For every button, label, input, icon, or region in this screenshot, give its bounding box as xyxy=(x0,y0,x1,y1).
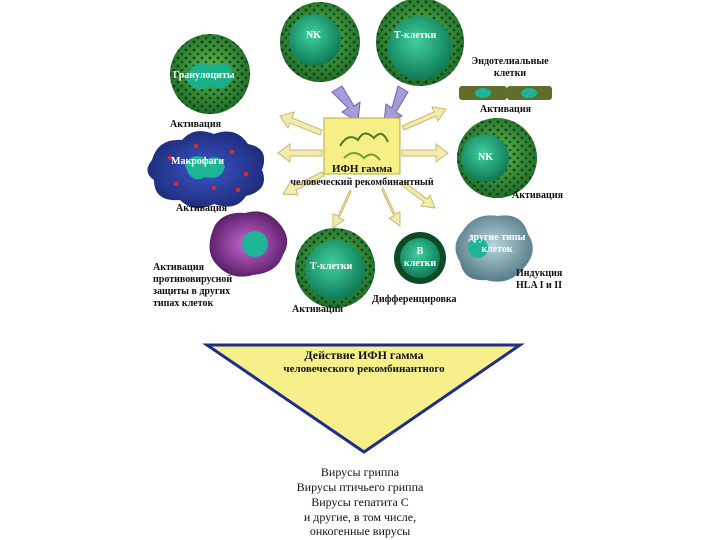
nk-top-cell xyxy=(280,2,360,82)
center-subtitle: человеческий рекомбинантный xyxy=(290,177,434,188)
triangle-line-1: Действие ИФН гамма xyxy=(304,348,424,362)
endothelial-label-1: Эндотелиальные xyxy=(471,56,549,67)
nk-right-cell xyxy=(457,118,537,198)
nk-right-label: NK xyxy=(478,152,493,163)
arrow-from-nk xyxy=(331,85,361,123)
antiviral-effect-3: защиты в других xyxy=(153,286,231,297)
arrow-to-t-bottom xyxy=(332,188,352,229)
other-cell xyxy=(455,215,533,282)
arrow-to-macrophages xyxy=(277,143,323,163)
macrophages-label: Макрофаги xyxy=(171,156,224,167)
antiviral-effect-1: Активация xyxy=(153,262,204,273)
virus-line-5: онкогенные вирусы xyxy=(309,524,411,538)
t-bottom-effect: Активация xyxy=(292,304,343,315)
macrophages-effect: Активация xyxy=(176,203,227,214)
purple-arrows xyxy=(331,85,409,123)
arrow-to-nk-right xyxy=(401,143,449,163)
b-cells-label-1: B xyxy=(416,246,424,257)
ifn-gamma-box xyxy=(323,117,401,175)
other-cells-effect-2: HLA I и II xyxy=(516,280,563,291)
antiviral-cell xyxy=(209,211,288,277)
antiviral-effect-2: противовирусной xyxy=(153,274,233,285)
t-top-label: Т-клетки xyxy=(394,30,437,41)
virus-line-1: Вирусы гриппа xyxy=(320,465,400,479)
other-cells-label-1: другие типы xyxy=(468,232,526,243)
t-bottom-cell xyxy=(295,228,375,308)
virus-line-2: Вирусы птичьего гриппа xyxy=(296,480,424,494)
arrow-to-b-cells xyxy=(381,186,401,227)
macrophage-cell xyxy=(147,131,265,209)
output-arrows xyxy=(277,106,449,229)
b-cells-label-2: клетки xyxy=(403,258,437,269)
b-cells-effect: Дифференцировка xyxy=(372,294,457,305)
t-top-cell xyxy=(376,0,464,86)
endothelial-effect: Активация xyxy=(480,104,531,115)
nk-right-effect: Активация xyxy=(512,190,563,201)
arrow-to-granulocytes xyxy=(279,111,323,136)
antiviral-effect-4: типах клеток xyxy=(153,298,214,309)
virus-line-3: Вирусы гепатита С xyxy=(311,495,409,509)
arrow-to-endothelial xyxy=(401,106,447,131)
center-title: ИФН гамма xyxy=(331,163,393,175)
granulocytes-effect: Активация xyxy=(170,119,221,130)
b-cell xyxy=(394,232,446,284)
arrow-to-antiviral xyxy=(282,171,325,196)
endothelial-label-2: клетки xyxy=(493,68,527,79)
action-triangle xyxy=(202,343,525,454)
endothelial-cells xyxy=(459,86,552,100)
other-cells-effect-1: Индукция xyxy=(516,268,563,279)
granulocytes-label: Гранулоциты xyxy=(173,70,235,81)
arrow-to-other-cells xyxy=(399,180,436,209)
t-bottom-label: Т-клетки xyxy=(310,261,353,272)
virus-line-4: и другие, в том числе, xyxy=(303,510,417,524)
other-cells-label-2: клеток xyxy=(481,244,513,255)
arrow-from-t-cells xyxy=(383,85,409,123)
protein-structure-icon xyxy=(339,132,389,147)
triangle-line-2: человеческого рекомбинантного xyxy=(283,363,445,375)
granulocyte-cell xyxy=(170,34,250,114)
nk-top-label: NK xyxy=(306,30,321,41)
